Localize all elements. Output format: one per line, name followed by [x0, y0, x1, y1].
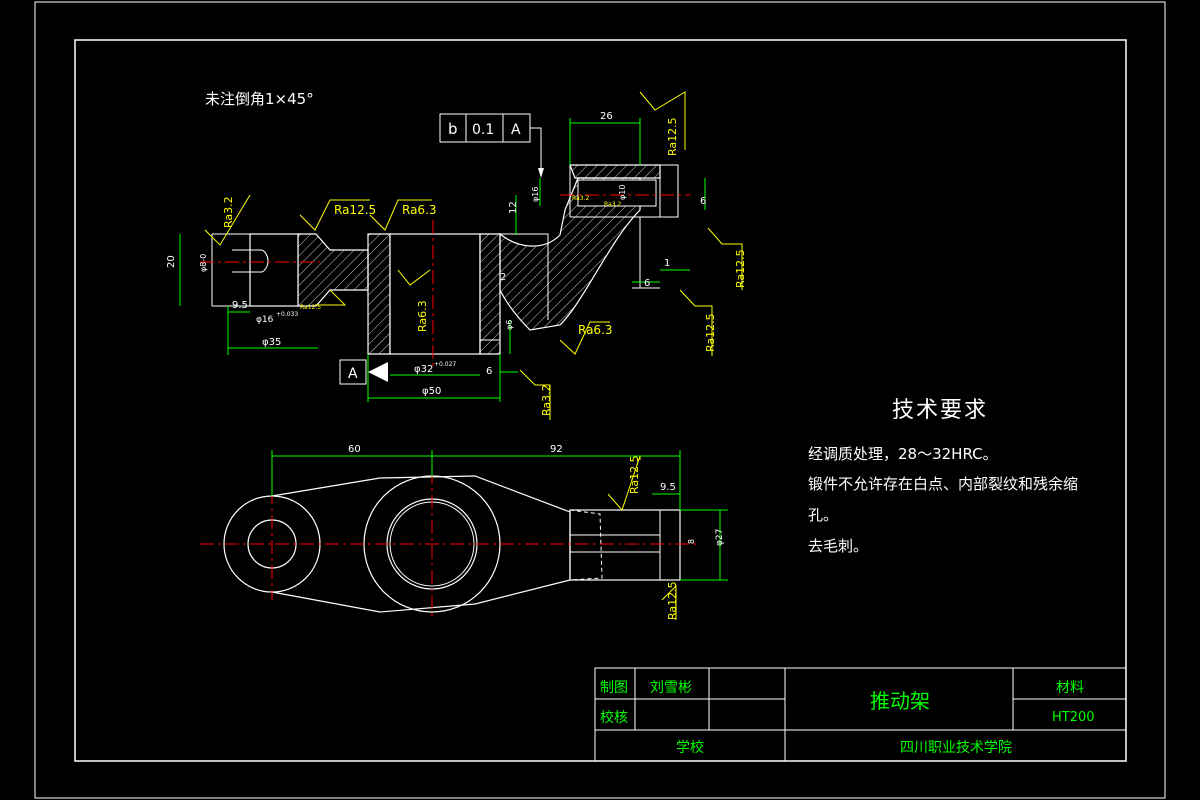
tech-title: 技术要求: [892, 398, 989, 423]
part-name: 推动架: [870, 689, 930, 713]
check-label: 校核: [600, 709, 628, 726]
dim-9-5-top: 9.5: [660, 482, 676, 493]
dim-16-upper: φ16: [531, 187, 540, 202]
ra-12-5-top: Ra12.5: [334, 203, 376, 217]
dim-10: φ10: [618, 185, 627, 200]
title-block-text: 制图 刘雪彬 校核 学校 推动架 材料 HT200 四川职业技术学院: [600, 680, 1095, 756]
hub-section-left: [367, 233, 391, 355]
material-value: HT200: [1052, 710, 1095, 725]
left-boss-section: [297, 233, 369, 307]
dim-27: φ27: [715, 529, 725, 546]
dim-16: φ16: [256, 315, 274, 325]
tech-line-1: 经调质处理，28～32HRC。: [808, 445, 998, 463]
tech-line-3: 孔。: [808, 506, 839, 524]
dim-6-hub: φ6: [505, 320, 514, 330]
right-boss-top: [569, 509, 681, 581]
drawn-label: 制图: [600, 680, 628, 696]
datum-a: A: [339, 359, 388, 385]
dim-16-tol: +0.033: [276, 311, 298, 318]
top-view: [200, 470, 700, 620]
ra-6-3-top: Ra6.3: [402, 203, 437, 217]
right-boss-section: [569, 164, 661, 179]
section-dim-labels: 26 20 φ8-0 9.5 φ16 +0.033 φ35 φ50 φ32 +0…: [166, 111, 706, 397]
arm-section: [499, 177, 641, 331]
dim-92: 92: [550, 444, 563, 455]
chamfer-note: 未注倒角1×45°: [205, 90, 314, 108]
ra-12-5-top-view: Ra12.5: [628, 455, 641, 494]
ra-6-3-right: Ra6.3: [578, 323, 613, 337]
material-label: 材料: [1056, 680, 1084, 696]
dim-12: 12: [508, 201, 519, 214]
dim-60: 60: [348, 444, 361, 455]
ra-3-2-bottom: Ra3.2: [540, 384, 553, 416]
ra-12-5-top-view-bottom: Ra12.5: [666, 581, 679, 620]
drawn-name: 刘雪彬: [650, 680, 692, 696]
dim-8-top: 8: [687, 539, 696, 544]
dim-26: 26: [600, 111, 613, 122]
right-boss-hole: [577, 179, 657, 207]
ra-12-5-right: Ra12.5: [734, 249, 747, 288]
tech-line-2: 锻件不允许存在白点、内部裂纹和残余缩: [808, 475, 1079, 493]
hub-section-right: [479, 233, 501, 355]
school-name: 四川职业技术学院: [900, 740, 1012, 756]
roughness-symbols: [204, 91, 743, 420]
dim-20: 20: [166, 255, 177, 268]
ra-12-5-right-top: Ra12.5: [666, 117, 679, 156]
dim-2: 2: [500, 272, 506, 283]
ra-6-3-hub: Ra6.3: [416, 300, 429, 332]
section-dimensions: [179, 118, 706, 402]
dim-6-right: 6: [700, 196, 706, 207]
top-roughness: [607, 455, 677, 620]
dim-6-bottom: 6: [644, 278, 650, 289]
top-dim-labels: 60 92 9.5 φ27 8: [348, 444, 725, 546]
title-block: [594, 667, 1127, 762]
tolerance-value: 0.1: [472, 122, 494, 138]
ra-3-2-left: Ra3.2: [222, 196, 235, 228]
hub-bore: [389, 233, 481, 355]
tolerance-frame: b 0.1 A: [439, 113, 544, 178]
dim-32-tol: +0.027: [434, 361, 456, 368]
dim-6-lower: 6: [486, 366, 492, 377]
dim-32: φ32: [414, 364, 433, 375]
roughness-labels: Ra3.2 Ra12.5 Ra6.3 Ra12.5 Ra12.5 Ra12.5 …: [222, 117, 747, 416]
tolerance-symbol: b: [448, 120, 458, 138]
outer-frame: [34, 1, 1166, 799]
svg-text:A: A: [348, 366, 358, 382]
left-boss-hole: [249, 233, 299, 307]
section-view: [200, 164, 690, 370]
school-label: 学校: [676, 739, 704, 756]
dim-35: φ35: [262, 337, 281, 348]
dim-1: 1: [664, 258, 670, 269]
dim-8: φ8-0: [199, 254, 208, 272]
dim-50: φ50: [422, 386, 441, 397]
ra-3-2-small-2: Ra3.2: [604, 201, 621, 208]
ra-12-5-lower: Ra12.5: [704, 313, 717, 352]
tech-line-4: 去毛刺。: [808, 537, 869, 555]
dim-9-5: 9.5: [232, 300, 248, 311]
tolerance-datum: A: [511, 122, 521, 138]
ra-12-5-small: Ra12.5: [300, 304, 321, 311]
top-dimensions: [271, 450, 728, 581]
ra-3-2-small: Ra3.2: [572, 195, 589, 202]
